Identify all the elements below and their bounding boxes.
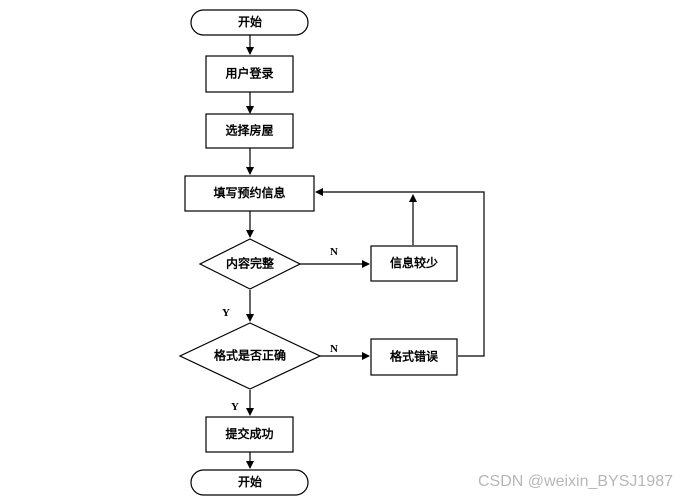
submit-success-label: 提交成功 xyxy=(225,426,273,441)
end-label: 开始 xyxy=(238,474,262,489)
fill-info-label: 填写预约信息 xyxy=(213,185,285,200)
watermark: CSDN @weixin_BYSJ1987 xyxy=(478,473,673,490)
edge-label-complete-no: N xyxy=(330,246,338,258)
submit-success-step: 提交成功 xyxy=(205,416,294,453)
content-complete-decision: 内容完整 xyxy=(198,238,302,290)
select-house-label: 选择房屋 xyxy=(225,123,273,138)
select-house-step: 选择房屋 xyxy=(205,113,294,149)
format-error-label: 格式错误 xyxy=(390,349,439,364)
start-terminal: 开始 xyxy=(190,9,309,36)
login-step: 用户登录 xyxy=(205,55,294,93)
start-label: 开始 xyxy=(238,14,262,29)
edge-label-format-no: N xyxy=(330,343,338,355)
format-error-step: 格式错误 xyxy=(370,338,458,376)
info-insufficient-label: 信息较少 xyxy=(390,255,438,270)
info-insufficient-step: 信息较少 xyxy=(370,245,458,282)
edge-label-format-yes: Y xyxy=(231,401,239,413)
end-terminal: 开始 xyxy=(190,469,309,496)
format-correct-label: 格式是否正确 xyxy=(214,348,286,363)
login-label: 用户登录 xyxy=(224,66,273,81)
fill-info-step: 填写预约信息 xyxy=(184,175,315,212)
format-correct-decision: 格式是否正确 xyxy=(178,322,322,390)
content-complete-label: 内容完整 xyxy=(226,256,274,271)
edge-error-back xyxy=(315,188,485,357)
edge-label-complete-yes: Y xyxy=(222,307,230,319)
